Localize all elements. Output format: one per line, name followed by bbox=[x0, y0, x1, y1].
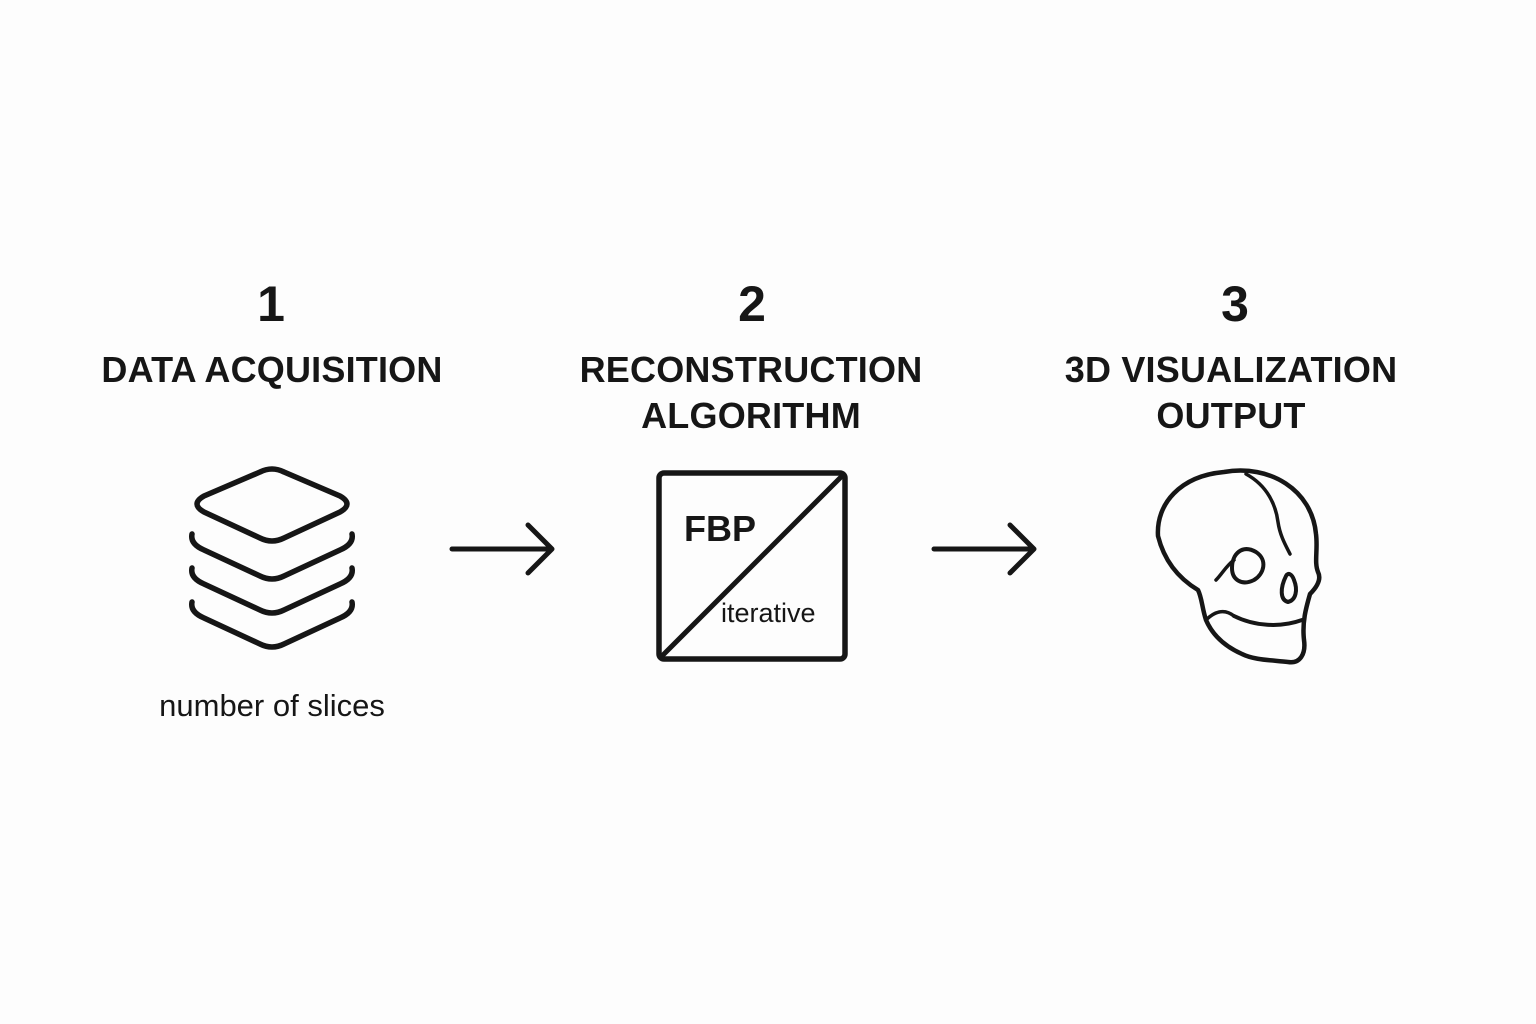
split-square-icon: FBP iterative bbox=[656, 470, 848, 662]
skull-icon bbox=[1155, 468, 1322, 665]
step-1-title-line-1: DATA ACQUISITION bbox=[101, 349, 443, 390]
step-1-title: DATA ACQUISITION bbox=[62, 347, 482, 393]
step-3-number: 3 bbox=[1221, 276, 1249, 332]
step-2-title: RECONSTRUCTION ALGORITHM bbox=[541, 347, 961, 439]
layers-stack-icon bbox=[189, 466, 355, 650]
step-3-title-line-2: OUTPUT bbox=[1156, 395, 1306, 436]
step-1-caption: number of slices bbox=[159, 688, 385, 723]
step-3-title-line-1: 3D VISUALIZATION bbox=[1064, 349, 1398, 390]
step-2-title-line-1: RECONSTRUCTION bbox=[579, 349, 923, 390]
step-1-number: 1 bbox=[257, 276, 285, 332]
fbp-label: FBP bbox=[684, 508, 756, 549]
step-2-number: 2 bbox=[738, 276, 766, 332]
arrow-right-icon bbox=[449, 522, 555, 576]
arrow-right-icon bbox=[931, 522, 1037, 576]
step-2-title-line-2: ALGORITHM bbox=[641, 395, 861, 436]
iterative-label: iterative bbox=[721, 598, 816, 628]
step-3-title: 3D VISUALIZATION OUTPUT bbox=[1021, 347, 1441, 439]
